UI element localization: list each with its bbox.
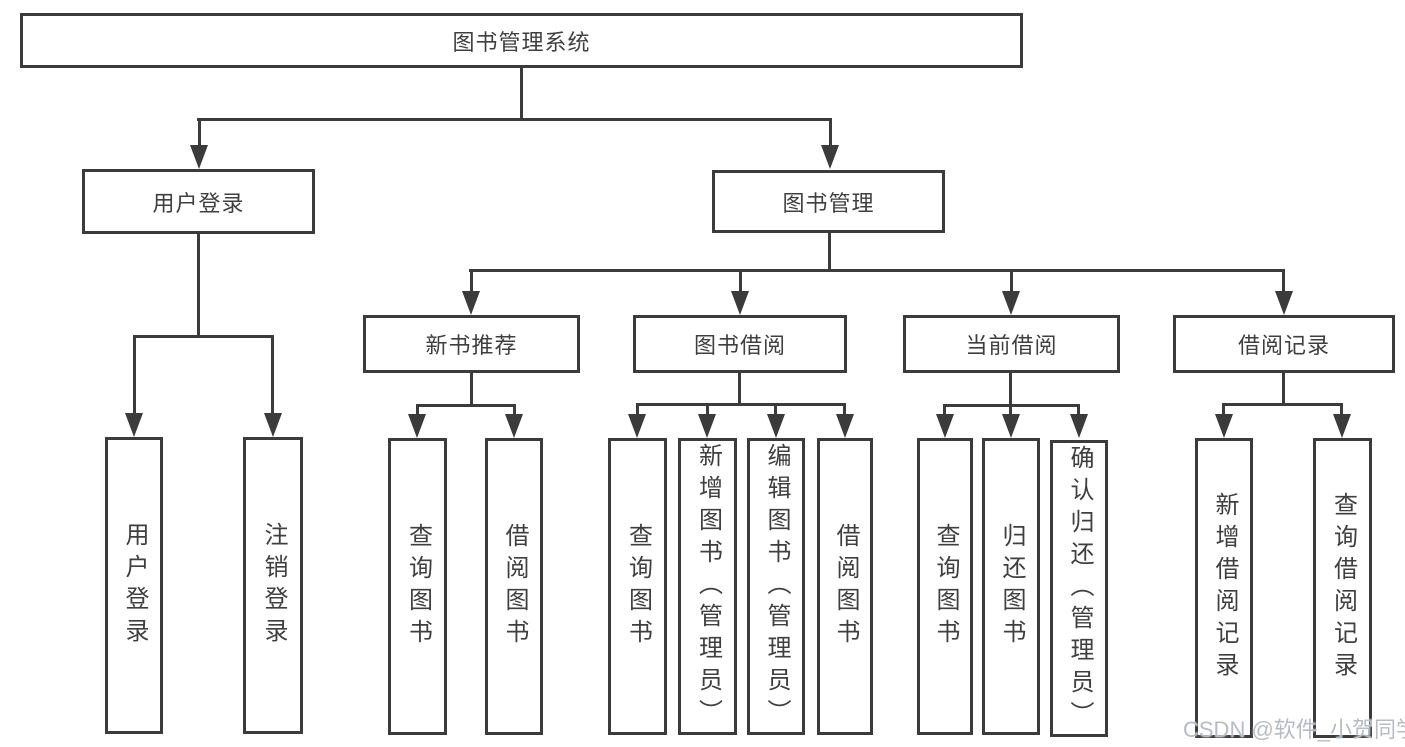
leaf-query-books-current-label: 查询图书 bbox=[932, 522, 959, 651]
connector-borrow-records-hline bbox=[1222, 403, 1343, 406]
leaf-user-login-label: 用户登录 bbox=[121, 521, 148, 650]
connector-stub-leaf bbox=[1009, 404, 1012, 416]
leaf-edit-books-admin: 编辑图书（管理员） bbox=[747, 438, 805, 735]
leaf-edit-books-admin-label: 编辑图书（管理员） bbox=[763, 442, 790, 731]
node-root: 图书管理系统 bbox=[20, 13, 1023, 68]
arrow-down-icon bbox=[821, 145, 839, 169]
leaf-return-books-label: 归还图书 bbox=[998, 522, 1025, 651]
leaf-borrow-books: 借阅图书 bbox=[817, 438, 873, 735]
node-book-borrow: 图书借阅 bbox=[633, 315, 847, 373]
connector-user-login-trunk bbox=[197, 234, 200, 338]
arrow-down-icon bbox=[767, 414, 785, 438]
connector-book-management-trunk bbox=[828, 233, 831, 272]
node-book-management: 图书管理 bbox=[712, 170, 945, 233]
connector-stub-new-book bbox=[470, 269, 473, 294]
node-book-borrow-label: 图书借阅 bbox=[693, 333, 786, 358]
connector-current-borrow-trunk bbox=[1009, 373, 1012, 407]
node-borrow-records-label: 借阅记录 bbox=[1237, 333, 1330, 358]
connector-stub-borrow-records bbox=[1282, 269, 1285, 294]
arrow-down-icon bbox=[1002, 414, 1020, 438]
connector-stub-leaf bbox=[1340, 403, 1343, 416]
leaf-user-login: 用户登录 bbox=[105, 437, 163, 734]
connector-new-book-trunk bbox=[470, 373, 473, 407]
arrow-down-icon bbox=[1275, 291, 1293, 315]
arrow-down-icon bbox=[698, 414, 716, 438]
arrow-down-icon bbox=[1002, 291, 1020, 315]
arrow-down-icon bbox=[125, 413, 143, 437]
arrow-down-icon bbox=[408, 414, 426, 438]
node-user-login-label: 用户登录 bbox=[152, 190, 245, 216]
leaf-query-books-current: 查询图书 bbox=[917, 438, 973, 735]
connector-stub-leaf bbox=[133, 335, 136, 415]
connector-new-book-hline bbox=[416, 404, 516, 407]
connector-stub-leaf bbox=[774, 403, 777, 416]
arrow-down-icon bbox=[190, 145, 208, 169]
connector-stub-leaf bbox=[1222, 403, 1225, 416]
connector-stub-leaf bbox=[706, 403, 709, 416]
node-book-management-label: 图书管理 bbox=[782, 190, 875, 216]
leaf-query-borrow-record-label: 查询借阅记录 bbox=[1329, 492, 1357, 684]
connector-stub-book-borrow bbox=[739, 269, 742, 294]
node-current-borrow: 当前借阅 bbox=[903, 315, 1120, 373]
connector-borrow-records-trunk bbox=[1282, 373, 1285, 406]
leaf-borrow-books-recommend: 借阅图书 bbox=[485, 438, 543, 735]
connector-level2-hline bbox=[469, 269, 1285, 272]
node-current-borrow-label: 当前借阅 bbox=[965, 333, 1058, 358]
node-new-book-recommend-label: 新书推荐 bbox=[425, 333, 518, 358]
connector-stub-leaf bbox=[1077, 404, 1080, 416]
arrow-down-icon bbox=[264, 413, 282, 437]
arrow-down-icon bbox=[1333, 414, 1351, 438]
leaf-borrow-books-recommend-label: 借阅图书 bbox=[501, 522, 528, 651]
connector-stub-leaf bbox=[943, 404, 946, 416]
connector-stub-leaf bbox=[513, 404, 516, 416]
connector-stub-leaf bbox=[271, 335, 274, 415]
connector-book-borrow-hline bbox=[636, 403, 846, 406]
leaf-query-borrow-record: 查询借阅记录 bbox=[1313, 438, 1372, 738]
leaf-confirm-return-admin: 确认归还（管理员） bbox=[1050, 440, 1108, 737]
csdn-watermark: CSDN @软件_小贺同学 bbox=[1183, 717, 1405, 742]
leaf-query-books-recommend: 查询图书 bbox=[388, 438, 447, 735]
leaf-confirm-return-admin-label: 确认归还（管理员） bbox=[1066, 444, 1093, 733]
leaf-add-borrow-record: 新增借阅记录 bbox=[1195, 438, 1253, 738]
leaf-logout-label: 注销登录 bbox=[260, 521, 287, 650]
arrow-down-icon bbox=[836, 414, 854, 438]
node-root-label: 图书管理系统 bbox=[452, 29, 591, 55]
node-new-book-recommend: 新书推荐 bbox=[363, 315, 580, 373]
leaf-add-books-admin-label: 新增图书（管理员） bbox=[694, 442, 722, 731]
arrow-down-icon bbox=[731, 291, 749, 315]
leaf-query-books-borrow: 查询图书 bbox=[608, 438, 667, 735]
connector-book-borrow-trunk bbox=[738, 373, 741, 406]
node-user-login: 用户登录 bbox=[82, 169, 315, 234]
connector-stub-book-management bbox=[829, 118, 832, 148]
connector-stub-leaf bbox=[636, 403, 639, 416]
arrow-down-icon bbox=[1070, 414, 1088, 438]
connector-stub-leaf bbox=[843, 403, 846, 416]
leaf-query-books-recommend-label: 查询图书 bbox=[404, 522, 432, 651]
leaf-query-books-borrow-label: 查询图书 bbox=[624, 522, 652, 651]
leaf-borrow-books-label: 借阅图书 bbox=[832, 522, 859, 651]
arrow-down-icon bbox=[936, 414, 954, 438]
arrow-down-icon bbox=[505, 414, 523, 438]
connector-stub-user-login bbox=[198, 118, 201, 148]
leaf-return-books: 归还图书 bbox=[982, 438, 1040, 735]
leaf-add-borrow-record-label: 新增借阅记录 bbox=[1211, 492, 1238, 684]
leaf-logout: 注销登录 bbox=[243, 437, 303, 734]
arrow-down-icon bbox=[1215, 414, 1233, 438]
arrow-down-icon bbox=[462, 291, 480, 315]
connector-stub-leaf bbox=[416, 404, 419, 416]
connector-stub-current-borrow bbox=[1010, 269, 1013, 294]
connector-root-trunk bbox=[520, 68, 523, 121]
connector-level1-hline bbox=[197, 118, 832, 121]
leaf-add-books-admin: 新增图书（管理员） bbox=[678, 438, 737, 735]
node-borrow-records: 借阅记录 bbox=[1173, 315, 1395, 373]
connector-user-login-hline bbox=[133, 335, 274, 338]
arrow-down-icon bbox=[628, 414, 646, 438]
